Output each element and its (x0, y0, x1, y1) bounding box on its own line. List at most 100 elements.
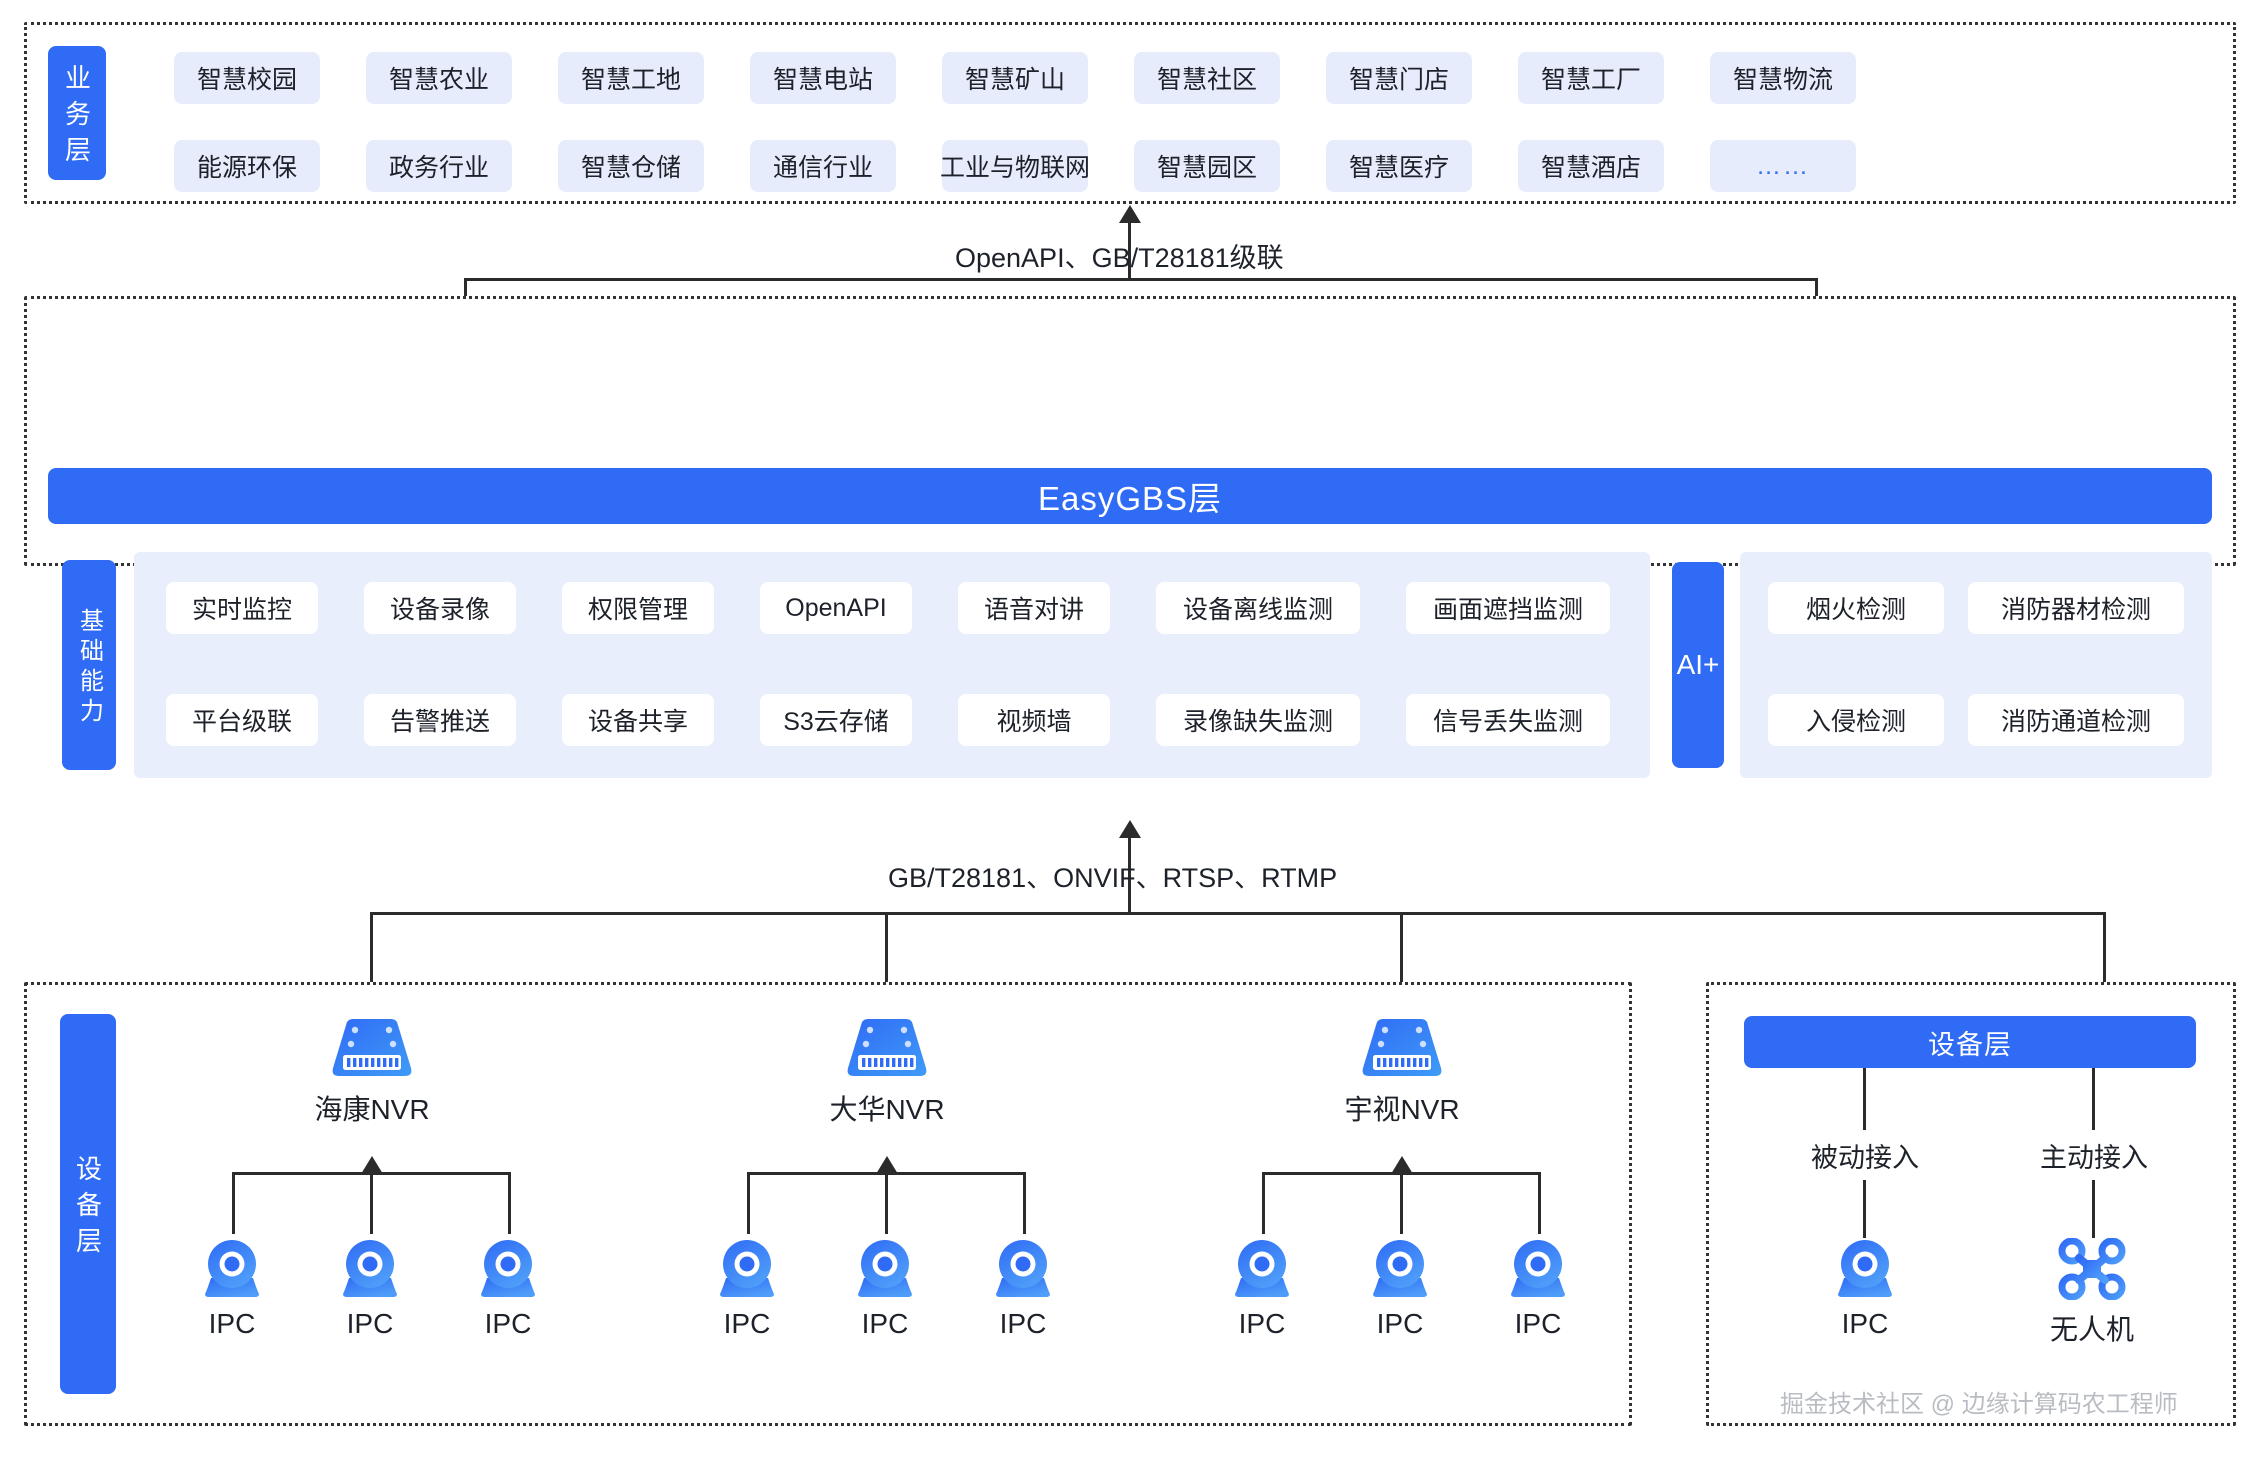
device-layer-right-bar: 设备层 (1744, 1016, 2196, 1068)
uplink-arrow-top (1119, 205, 1141, 223)
uplink-label-top: OpenAPI、GB/T28181级联 (955, 243, 1284, 273)
nvr-node[interactable]: 大华NVR (813, 1018, 961, 1128)
drone-node[interactable]: 无人机 (2037, 1238, 2147, 1348)
business-chip[interactable]: 通信行业 (750, 140, 896, 192)
watermark: 掘金技术社区 @ 边缘计算码农工程师 (1780, 1391, 2178, 1418)
business-chip[interactable]: 智慧医疗 (1326, 140, 1472, 192)
capability-chip[interactable]: 设备录像 (364, 582, 516, 634)
ipc-node[interactable]: IPC (847, 1238, 923, 1340)
capability-chip[interactable]: 平台级联 (166, 694, 318, 746)
capability-chip[interactable]: 画面遮挡监测 (1406, 582, 1610, 634)
uplink-arrow-bottom (1119, 820, 1141, 838)
business-chip[interactable]: 智慧社区 (1134, 52, 1280, 104)
passive-branch-line-top (1863, 1068, 1866, 1130)
ipc-node[interactable]: IPC (1224, 1238, 1300, 1340)
device-bus-drop-2 (885, 912, 888, 1018)
business-chip[interactable]: 智慧电站 (750, 52, 896, 104)
ipc-label: IPC (1841, 1308, 1889, 1339)
nvr-uplink-stem (1400, 1174, 1403, 1234)
ipc-drop (232, 1172, 235, 1234)
business-chip-more[interactable]: …… (1710, 140, 1856, 192)
nvr-node[interactable]: 海康NVR (298, 1018, 446, 1128)
ipc-node[interactable]: IPC (332, 1238, 408, 1340)
business-chip[interactable]: 能源环保 (174, 140, 320, 192)
ipc-camera-icon (475, 1238, 541, 1300)
device-layer-left-tab: 设备层 (60, 1014, 116, 1394)
business-chip[interactable]: 智慧门店 (1326, 52, 1472, 104)
business-chip[interactable]: 智慧仓储 (558, 140, 704, 192)
drone-icon (2057, 1238, 2127, 1300)
capability-chip[interactable]: 语音对讲 (958, 582, 1110, 634)
uplink-stem-top (1128, 222, 1131, 280)
ai-chip[interactable]: 入侵检测 (1768, 694, 1944, 746)
passive-branch-line-bottom (1863, 1180, 1866, 1238)
business-chip[interactable]: 智慧酒店 (1518, 140, 1664, 192)
ipc-camera-icon (1229, 1238, 1295, 1300)
nvr-uplink-arrow (361, 1156, 383, 1174)
business-chip[interactable]: 智慧物流 (1710, 52, 1856, 104)
nvr-label: 海康NVR (314, 1094, 430, 1125)
capability-chip[interactable]: 录像缺失监测 (1156, 694, 1360, 746)
capability-chip[interactable]: 实时监控 (166, 582, 318, 634)
business-chip[interactable]: 工业与物联网 (940, 140, 1090, 192)
ai-chip[interactable]: 消防通道检测 (1968, 694, 2184, 746)
drone-label: 无人机 (2049, 1314, 2134, 1345)
ipc-node[interactable]: IPC (1827, 1238, 1903, 1340)
ipc-node[interactable]: IPC (985, 1238, 1061, 1340)
ipc-node[interactable]: IPC (709, 1238, 785, 1340)
capability-chip[interactable]: 设备离线监测 (1156, 582, 1360, 634)
business-chip[interactable]: 智慧矿山 (942, 52, 1088, 104)
nvr-uplink-stem (370, 1174, 373, 1234)
device-bus-drop-3 (1400, 912, 1403, 1018)
nvr-uplink-arrow (1391, 1156, 1413, 1174)
ipc-node[interactable]: IPC (1362, 1238, 1438, 1340)
ipc-drop (1262, 1172, 1265, 1234)
ipc-label: IPC (1238, 1308, 1286, 1339)
ai-chip[interactable]: 消防器材检测 (1968, 582, 2184, 634)
capability-tab: 基础能力 (62, 560, 116, 770)
business-chip[interactable]: 智慧工地 (558, 52, 704, 104)
capability-chip[interactable]: 权限管理 (562, 582, 714, 634)
ipc-label: IPC (861, 1308, 909, 1339)
capability-chip[interactable]: 视频墙 (958, 694, 1110, 746)
nvr-icon (329, 1018, 415, 1080)
ai-plus-tab: AI+ (1672, 562, 1724, 768)
ipc-camera-icon (199, 1238, 265, 1300)
ipc-camera-icon (852, 1238, 918, 1300)
business-layer-tab: 业务层 (48, 46, 106, 180)
business-chip[interactable]: 智慧工厂 (1518, 52, 1664, 104)
nvr-node[interactable]: 宇视NVR (1328, 1018, 1476, 1128)
ipc-bus (1262, 1172, 1540, 1175)
platform-layer-container (24, 296, 2236, 566)
business-chip[interactable]: 政务行业 (366, 140, 512, 192)
ipc-node[interactable]: IPC (1500, 1238, 1576, 1340)
business-chip[interactable]: 智慧农业 (366, 52, 512, 104)
nvr-uplink-arrow (876, 1156, 898, 1174)
ipc-camera-icon (1505, 1238, 1571, 1300)
active-branch-line-bottom (2092, 1180, 2095, 1238)
capability-chip[interactable]: 告警推送 (364, 694, 516, 746)
nvr-icon (1359, 1018, 1445, 1080)
ipc-label: IPC (999, 1308, 1047, 1339)
business-chip[interactable]: 智慧校园 (174, 52, 320, 104)
ipc-node[interactable]: IPC (194, 1238, 270, 1340)
ipc-label: IPC (208, 1308, 256, 1339)
nvr-uplink-stem (885, 1174, 888, 1234)
ipc-label: IPC (1514, 1308, 1562, 1339)
ipc-camera-icon (1832, 1238, 1898, 1300)
ipc-label: IPC (723, 1308, 771, 1339)
capability-chip[interactable]: 设备共享 (562, 694, 714, 746)
device-layer-left-container (24, 982, 1632, 1426)
ipc-camera-icon (714, 1238, 780, 1300)
capability-chip[interactable]: OpenAPI (760, 582, 912, 634)
ai-chip[interactable]: 烟火检测 (1768, 582, 1944, 634)
business-chip[interactable]: 智慧园区 (1134, 140, 1280, 192)
capability-chip[interactable]: 信号丢失监测 (1406, 694, 1610, 746)
uplink-bus-top (464, 278, 1818, 281)
ipc-node[interactable]: IPC (470, 1238, 546, 1340)
ipc-bus (232, 1172, 510, 1175)
uplink-label-bottom: GB/T28181、ONVIF、RTSP、RTMP (888, 863, 1338, 893)
capability-chip[interactable]: S3云存储 (760, 694, 912, 746)
ipc-label: IPC (1376, 1308, 1424, 1339)
